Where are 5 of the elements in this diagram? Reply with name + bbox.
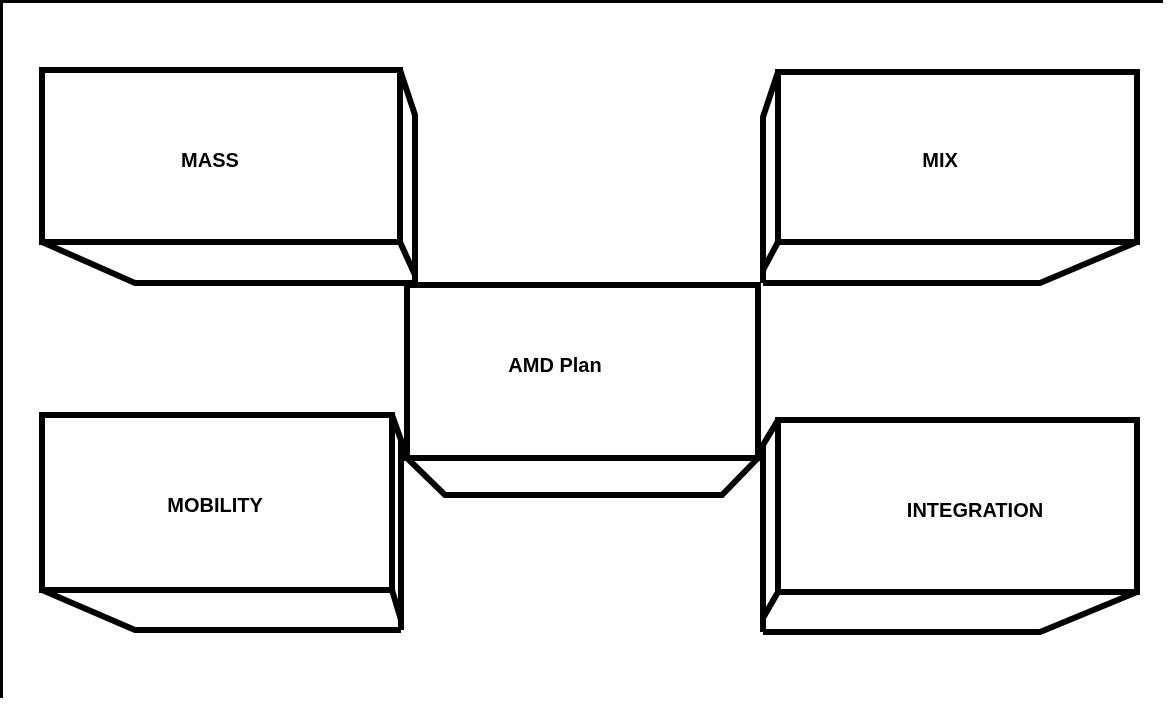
box-label: INTEGRATION <box>906 498 1044 522</box>
box-label: MIX <box>922 148 958 172</box>
box-label: AMD Plan <box>508 353 602 377</box>
box-label: MOBILITY <box>167 493 263 517</box>
box-label: MASS <box>181 148 239 172</box>
